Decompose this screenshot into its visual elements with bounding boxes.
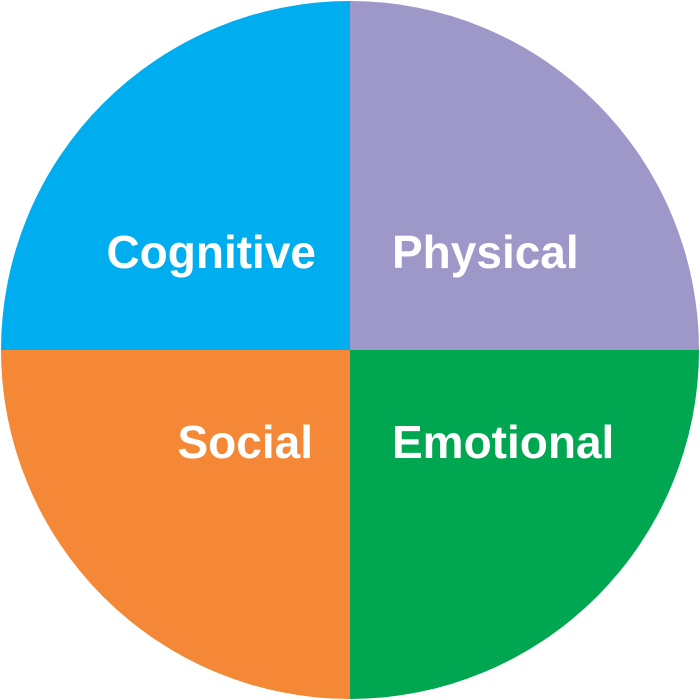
- label-emotional: Emotional: [392, 416, 614, 468]
- quadrant-physical: [350, 1, 699, 350]
- label-cognitive: Cognitive: [106, 226, 316, 278]
- quadrant-social: [1, 350, 350, 699]
- label-social: Social: [177, 416, 313, 468]
- quadrant-cognitive: [1, 1, 350, 350]
- quadrant-emotional: [350, 350, 699, 699]
- label-physical: Physical: [392, 226, 579, 278]
